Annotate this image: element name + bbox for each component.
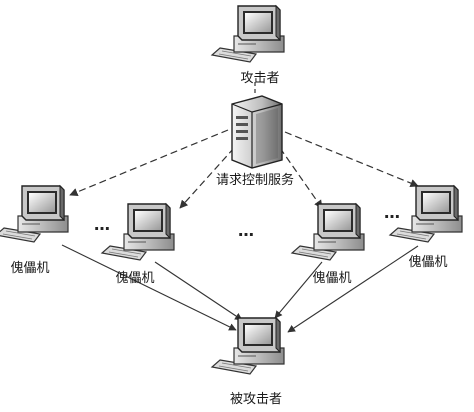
attacker-node: 攻击者 xyxy=(211,5,285,86)
bot-computer-icon xyxy=(0,185,69,243)
bot-computer-icon xyxy=(101,203,175,261)
link-server-bot-1 xyxy=(69,129,229,197)
connections xyxy=(61,82,419,333)
link-bot-1-victim xyxy=(61,244,237,331)
bot-node-2: 傀儡机 xyxy=(101,203,175,286)
victim-computer-icon xyxy=(211,317,285,375)
bot-label: 傀儡机 xyxy=(10,260,49,276)
bot-computer-icon xyxy=(389,185,463,243)
ellipsis-right: … xyxy=(384,203,400,222)
bot-label: 傀儡机 xyxy=(408,254,447,270)
bot-node-3: 傀儡机 xyxy=(291,203,365,286)
link-bot-2-victim xyxy=(154,261,243,321)
server-label: 请求控制服务 xyxy=(216,172,294,188)
link-bot-4-victim xyxy=(287,245,419,333)
bot-computer-icon xyxy=(291,203,365,261)
link-server-bot-4 xyxy=(284,131,419,188)
bot-node-1: 傀儡机 xyxy=(0,185,69,276)
bot-label: 傀儡机 xyxy=(312,270,351,286)
ellipsis-center: … xyxy=(238,221,254,240)
control-server-node: 请求控制服务 xyxy=(216,95,294,188)
victim-node: 被攻击者 xyxy=(211,317,285,407)
victim-label: 被攻击者 xyxy=(230,392,282,407)
server-icon xyxy=(231,95,283,169)
attacker-label: 攻击者 xyxy=(240,71,279,86)
attacker-computer-icon xyxy=(211,5,285,63)
bot-node-4: 傀儡机 xyxy=(389,185,463,270)
link-server-bot-3 xyxy=(279,147,323,209)
link-server-bot-2 xyxy=(179,147,235,209)
ellipsis-left: … xyxy=(94,215,110,234)
bot-label: 傀儡机 xyxy=(115,270,154,286)
link-bot-3-victim xyxy=(274,261,323,319)
